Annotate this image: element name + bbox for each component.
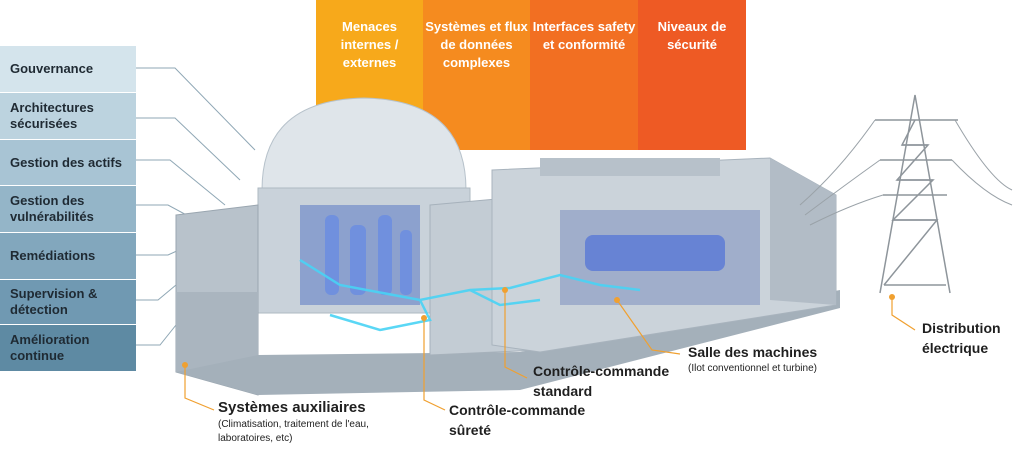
- marker-distribution: [889, 294, 895, 300]
- tier-remediations: Remédiations: [0, 233, 136, 280]
- plant-base: [176, 290, 840, 395]
- callout-standard: Contrôle-commande standard: [533, 363, 670, 399]
- reactor-dome: [261, 97, 467, 191]
- tier-label: Architectures sécurisées: [10, 100, 94, 131]
- tier-label: Remédiations: [10, 248, 96, 263]
- power-lines: [799, 119, 1013, 226]
- tier-actifs: Gestion des actifs: [0, 140, 136, 186]
- callout-auxiliaires: Systèmes auxiliaires (Climatisation, tra…: [218, 398, 388, 446]
- tier-label: Gestion des actifs: [10, 154, 122, 170]
- callout-machines-title: Salle des machines: [688, 344, 818, 360]
- cable-paths: [299, 258, 641, 332]
- tier-gouvernance: Gouvernance: [0, 46, 136, 93]
- callout-machines-subtitle: (Ilot conventionnel et turbine): [688, 363, 817, 374]
- column-interfaces: Interfaces safety et conformité: [530, 0, 638, 150]
- callout-machines: Salle des machines (Ilot conventionnel e…: [688, 342, 858, 376]
- tier-vulnerabilites: Gestion des vulnérabilités: [0, 186, 136, 233]
- marker-machines: [614, 297, 620, 303]
- tier-supervision: Supervision & détection: [0, 280, 136, 325]
- tier-label: Gouvernance: [10, 61, 94, 76]
- marker-surete: [421, 315, 427, 321]
- turbine-unit: [585, 235, 725, 271]
- column-interfaces-label: Interfaces safety et conformité: [532, 19, 636, 52]
- tier-amelioration: Amélioration continue: [0, 325, 136, 372]
- power-pylon: [875, 94, 958, 294]
- marker-auxiliaires: [182, 362, 188, 368]
- callout-lines: [184, 290, 916, 411]
- callout-surete: Contrôle-commande sûreté: [449, 402, 586, 438]
- tier-label: Supervision & détection: [10, 286, 98, 317]
- column-niveaux: Niveaux de sécurité: [638, 0, 746, 150]
- tier-label: Amélioration continue: [10, 332, 90, 363]
- column-systemes-label: Systèmes et flux de données complexes: [425, 19, 528, 70]
- tier-architectures: Architectures sécurisées: [0, 93, 136, 140]
- column-menaces-label: Menaces internes / externes: [340, 19, 399, 70]
- marker-standard: [502, 287, 508, 293]
- callout-auxiliaires-title: Systèmes auxiliaires: [218, 399, 366, 416]
- tier-label: Gestion des vulnérabilités: [10, 193, 94, 224]
- callout-auxiliaires-subtitle: (Climatisation, traitement de l'eau, lab…: [218, 419, 369, 444]
- column-niveaux-label: Niveaux de sécurité: [657, 19, 727, 52]
- callout-distribution: Distribution électrique: [922, 320, 1001, 356]
